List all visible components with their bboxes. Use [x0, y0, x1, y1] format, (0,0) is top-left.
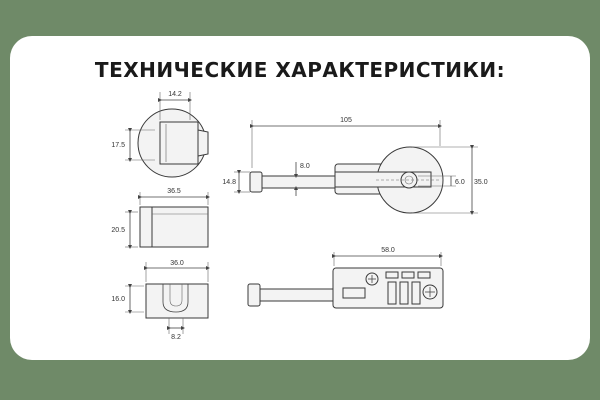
dim-slot-width: 8.2 [171, 334, 181, 341]
dim-pin-diameter: 14.8 [222, 179, 236, 186]
dim-front-height: 20.5 [111, 227, 125, 234]
dim-hole-diameter: 6.0 [455, 179, 465, 186]
connector-top-view: 105 8.0 14.8 6.0 35.0 [222, 117, 488, 215]
dim-side-height: 16.0 [111, 296, 125, 303]
dim-pin-offset: 8.0 [300, 163, 310, 170]
connector-side-view: 58.0 [247, 247, 444, 309]
dim-head-diameter: 35.0 [474, 179, 488, 186]
dim-side-width: 36.0 [170, 260, 184, 267]
side-view: 36.0 16.0 8.2 [111, 260, 210, 341]
page-title: ТЕХНИЧЕСКИЕ ХАРАКТЕРИСТИКИ: [94, 58, 506, 82]
dim-total-length: 105 [340, 117, 352, 124]
top-view: 14.2 17.5 [111, 91, 209, 178]
dim-body-length: 58.0 [381, 247, 395, 254]
dim-top-height: 17.5 [111, 142, 125, 149]
dim-front-width: 36.5 [167, 188, 181, 195]
front-view: 36.5 20.5 [111, 188, 210, 249]
content-card [10, 36, 590, 360]
dim-top-width: 14.2 [168, 91, 182, 98]
